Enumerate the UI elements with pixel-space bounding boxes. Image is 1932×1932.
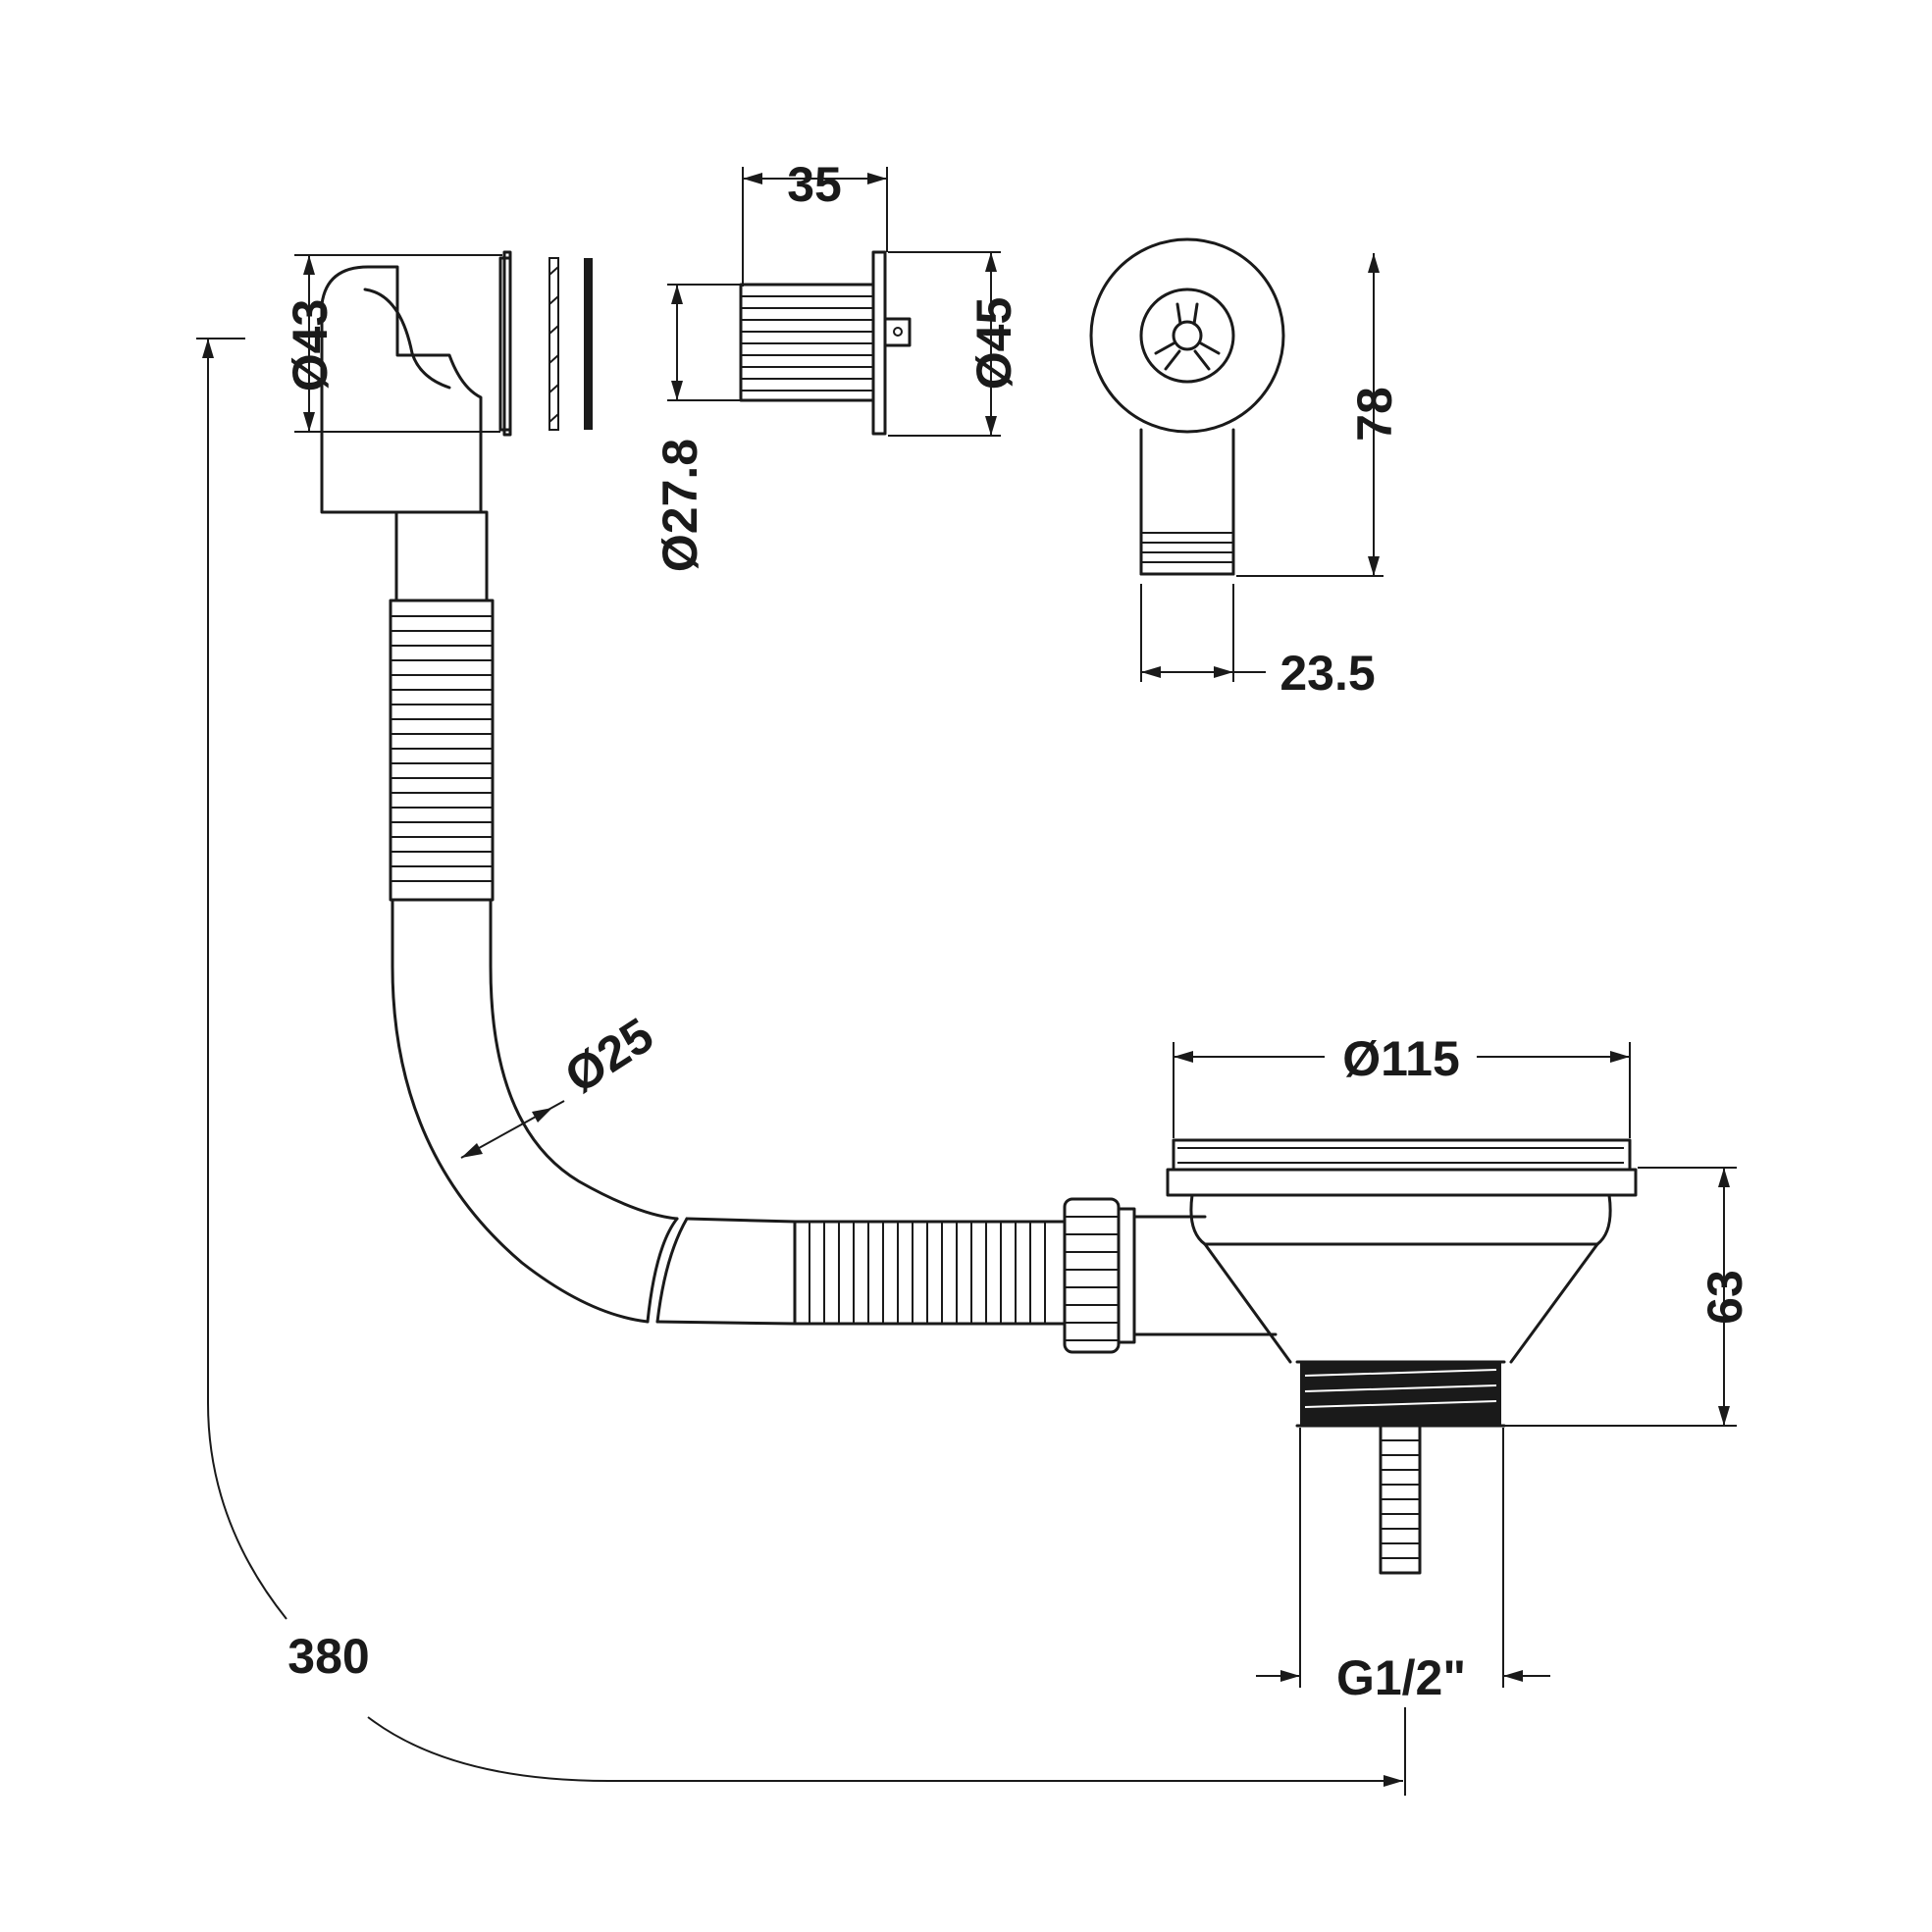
dimension-thread-g1-2: G1/2"	[1256, 1428, 1550, 1705]
dimension-height-78: 78	[1236, 253, 1402, 577]
dimension-basket-dia-115: Ø115	[1173, 1031, 1631, 1138]
label-basket-dia-115: Ø115	[1342, 1031, 1460, 1086]
dimension-hose-dia-25: Ø25	[460, 1008, 663, 1159]
overflow-front-view	[1089, 237, 1285, 576]
label-length-35: 35	[787, 157, 842, 212]
dimension-height-63: 63	[1504, 1167, 1752, 1427]
hose-horizontal-corrugated	[655, 1217, 1067, 1326]
dimension-dia-45: Ø45	[888, 251, 1021, 437]
label-dia-45: Ø45	[966, 297, 1021, 391]
hose-vertical-corrugated	[389, 599, 495, 902]
strainer-basket-body	[1166, 1138, 1638, 1428]
connector-nut	[1063, 1197, 1278, 1354]
dimension-length-380: 380	[196, 338, 1406, 1796]
threaded-stud	[1379, 1424, 1422, 1575]
label-length-380: 380	[287, 1629, 369, 1684]
dimension-dia-27-8: Ø27.8	[653, 284, 743, 572]
label-dia-43: Ø43	[283, 299, 338, 392]
label-hose-dia-25: Ø25	[555, 1008, 663, 1104]
dimension-dia-43: Ø43	[283, 254, 502, 433]
label-dia-27-8: Ø27.8	[653, 439, 707, 572]
label-height-78: 78	[1347, 387, 1402, 442]
overflow-head-side-view	[320, 250, 593, 602]
threaded-connector-side-view	[739, 250, 912, 436]
label-width-23-5: 23.5	[1279, 646, 1375, 701]
label-thread-g1-2: G1/2"	[1336, 1650, 1466, 1705]
dimension-width-23-5: 23.5	[1140, 584, 1376, 701]
hose-bend	[391, 898, 689, 1324]
dimension-length-35: 35	[742, 157, 888, 287]
label-height-63: 63	[1697, 1270, 1752, 1325]
